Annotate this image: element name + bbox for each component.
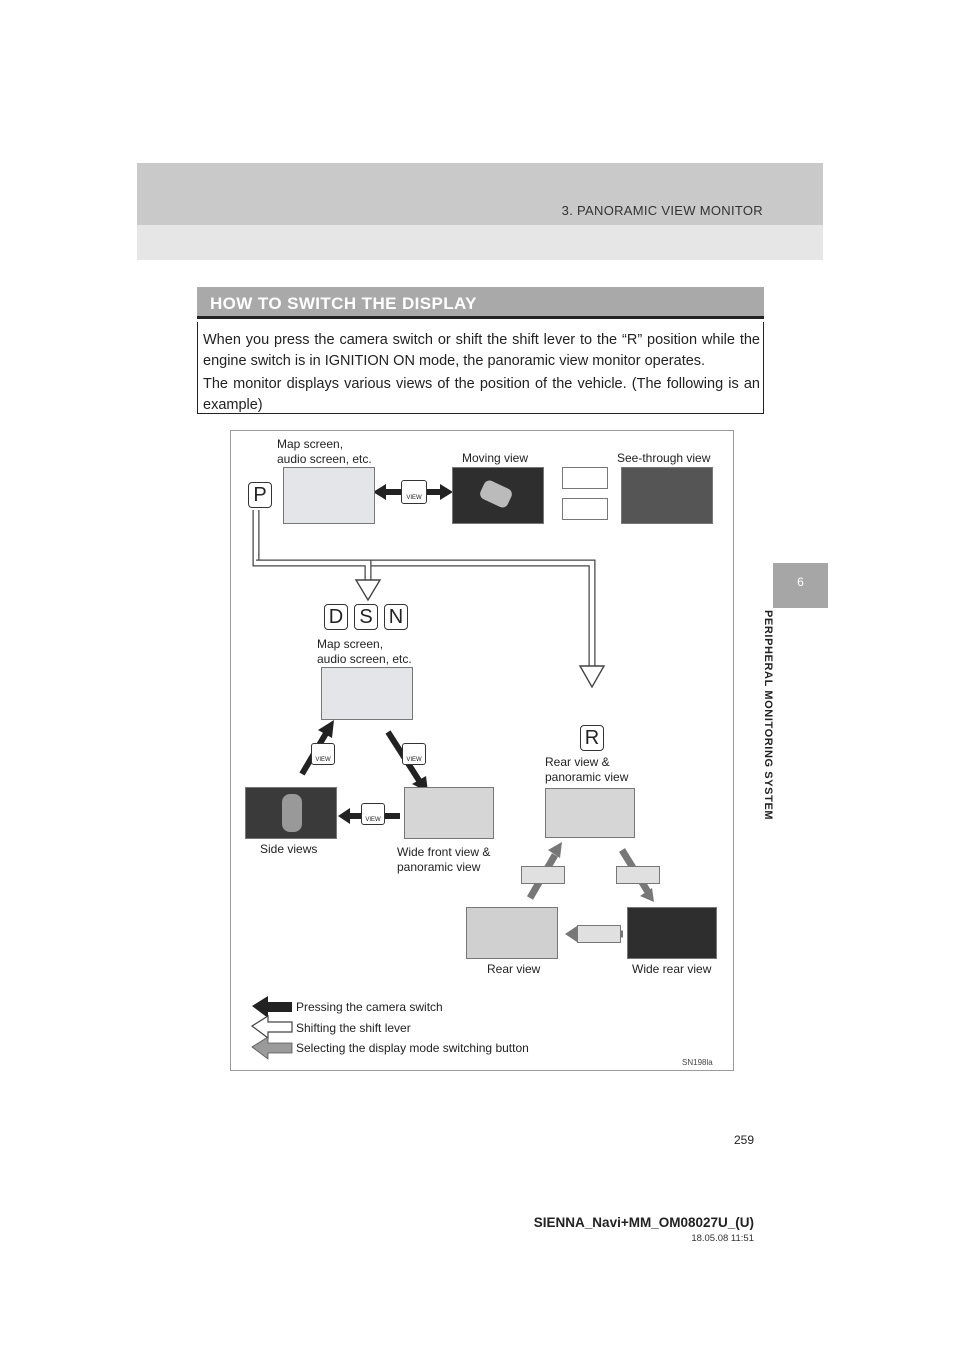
- label-map-screen-top-1: Map screen,: [277, 437, 344, 451]
- label-side-views: Side views: [260, 842, 318, 856]
- screen-wide-rear-view: [627, 907, 717, 959]
- label-rear-panoramic-2: panoramic view: [545, 770, 629, 784]
- gear-p-icon: P: [248, 482, 272, 508]
- label-wide-front-1: Wide front view &: [397, 845, 491, 859]
- figure-code: SN198la: [682, 1058, 713, 1067]
- legend-display-mode-button: Selecting the display mode switching but…: [296, 1041, 529, 1055]
- label-wide-rear-view: Wide rear view: [632, 962, 712, 976]
- view-button-icon-right: VIEW: [402, 743, 426, 765]
- shift-path-inner: [253, 510, 595, 668]
- legend-camera-switch: Pressing the camera switch: [296, 1000, 443, 1014]
- view-button-icon-left: VIEW: [311, 743, 335, 765]
- label-rear-panoramic-1: Rear view &: [545, 755, 610, 769]
- intro-paragraph-1: When you press the camera switch or shif…: [203, 332, 760, 369]
- label-moving-view: Moving view: [462, 451, 529, 465]
- document-code: SIENNA_Navi+MM_OM08027U_(U): [533, 1215, 754, 1230]
- view-button-icon-top: VIEW: [401, 480, 427, 504]
- header-band: [137, 163, 823, 225]
- chapter-side-label: PERIPHERAL MONITORING SYSTEM: [762, 610, 774, 821]
- screen-moving-view: [452, 467, 544, 524]
- document-date: 18.05.08 11:51: [691, 1233, 754, 1244]
- intro-paragraph-2: The monitor displays various views of th…: [203, 376, 760, 413]
- label-map-screen-mid-1: Map screen,: [317, 637, 384, 651]
- legend-arrow-white: [250, 1014, 293, 1040]
- screen-rear-view: [466, 907, 558, 959]
- view-button-icon-bottom: VIEW: [361, 803, 385, 825]
- screen-see-through-view: [621, 467, 713, 524]
- screen-rear-panoramic: [545, 788, 635, 838]
- legend-arrow-grey: [251, 1036, 293, 1060]
- screen-wide-front: [404, 787, 494, 839]
- view-mode-button-1: [562, 467, 608, 489]
- intro-box: [197, 322, 764, 414]
- shift-arrow-head-r: [578, 665, 606, 689]
- label-see-through-view: See-through view: [617, 451, 711, 465]
- section-title: HOW TO SWITCH THE DISPLAY: [210, 294, 477, 313]
- header-subband: [137, 225, 823, 260]
- gear-n-icon: N: [384, 604, 408, 630]
- label-map-screen-top-2: audio screen, etc.: [277, 452, 372, 466]
- diagram-graphics: [250, 484, 654, 1060]
- shift-path-outline: [252, 510, 596, 668]
- display-mode-button-1: [521, 866, 565, 884]
- display-switch-diagram: [230, 430, 734, 1071]
- display-mode-button-3: [577, 925, 621, 943]
- chapter-tab: [773, 563, 828, 608]
- view-mode-button-2: [562, 498, 608, 520]
- chapter-number: 6: [797, 575, 804, 589]
- chapter-title: 3. PANORAMIC VIEW MONITOR: [561, 203, 763, 218]
- label-rear-view: Rear view: [487, 962, 541, 976]
- shift-arrow-head-dsn: [354, 579, 382, 602]
- section-heading-bar: [197, 287, 764, 319]
- page-number: 259: [733, 1133, 754, 1147]
- vehicle-icon: [478, 478, 514, 510]
- screen-side-views: [245, 787, 337, 839]
- label-wide-front-2: panoramic view: [397, 860, 481, 874]
- screen-map-mid: [321, 667, 413, 720]
- screen-map-top: [283, 467, 375, 524]
- legend-arrow-black: [252, 996, 292, 1018]
- legend-shift-lever: Shifting the shift lever: [296, 1021, 411, 1035]
- gear-s-icon: S: [354, 604, 378, 630]
- label-map-screen-mid-2: audio screen, etc.: [317, 652, 412, 666]
- display-mode-button-2: [616, 866, 660, 884]
- gear-r-icon: R: [580, 725, 604, 751]
- gear-d-icon: D: [324, 604, 348, 630]
